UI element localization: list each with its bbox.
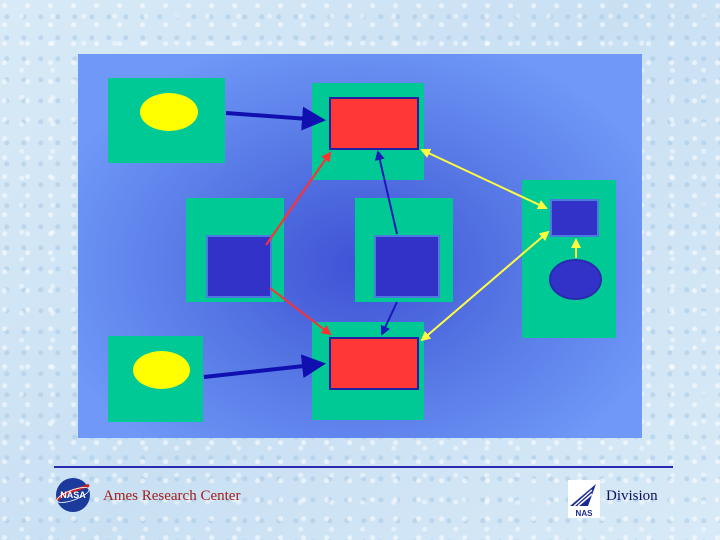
red-box-bottom	[329, 337, 419, 390]
blue-box-mid-left	[206, 235, 272, 298]
arrow-blue-left-to-red-bottom	[269, 287, 332, 336]
yellow-ellipse-bottom	[133, 351, 190, 389]
footer-rule	[54, 466, 673, 468]
arrow-blue-center-to-red-bottom	[380, 301, 398, 336]
arrow-bottom-left-to-red-bottom	[203, 354, 326, 379]
footer-center-name: Ames Research Center	[103, 488, 241, 504]
arrow-blue-center-to-red-top	[374, 150, 398, 235]
yellow-ellipse-top	[140, 93, 198, 131]
nas-logo-icon: NAS	[568, 480, 600, 518]
blue-box-right	[550, 199, 599, 237]
nas-logo-text: NAS	[576, 509, 594, 518]
arrow-top-left-to-red-top	[225, 106, 326, 131]
nasa-logo-icon: NASA	[55, 478, 90, 512]
arrow-red-top-to-blue-right	[420, 148, 548, 210]
footer-division-label: Division	[606, 488, 658, 504]
nasa-logo-text: NASA	[60, 490, 86, 500]
red-box-top	[329, 97, 419, 150]
arrow-blue-left-to-red-top	[265, 151, 332, 246]
arrow-red-bottom-to-blue-right	[420, 230, 550, 342]
blue-ellipse-right	[549, 259, 602, 300]
